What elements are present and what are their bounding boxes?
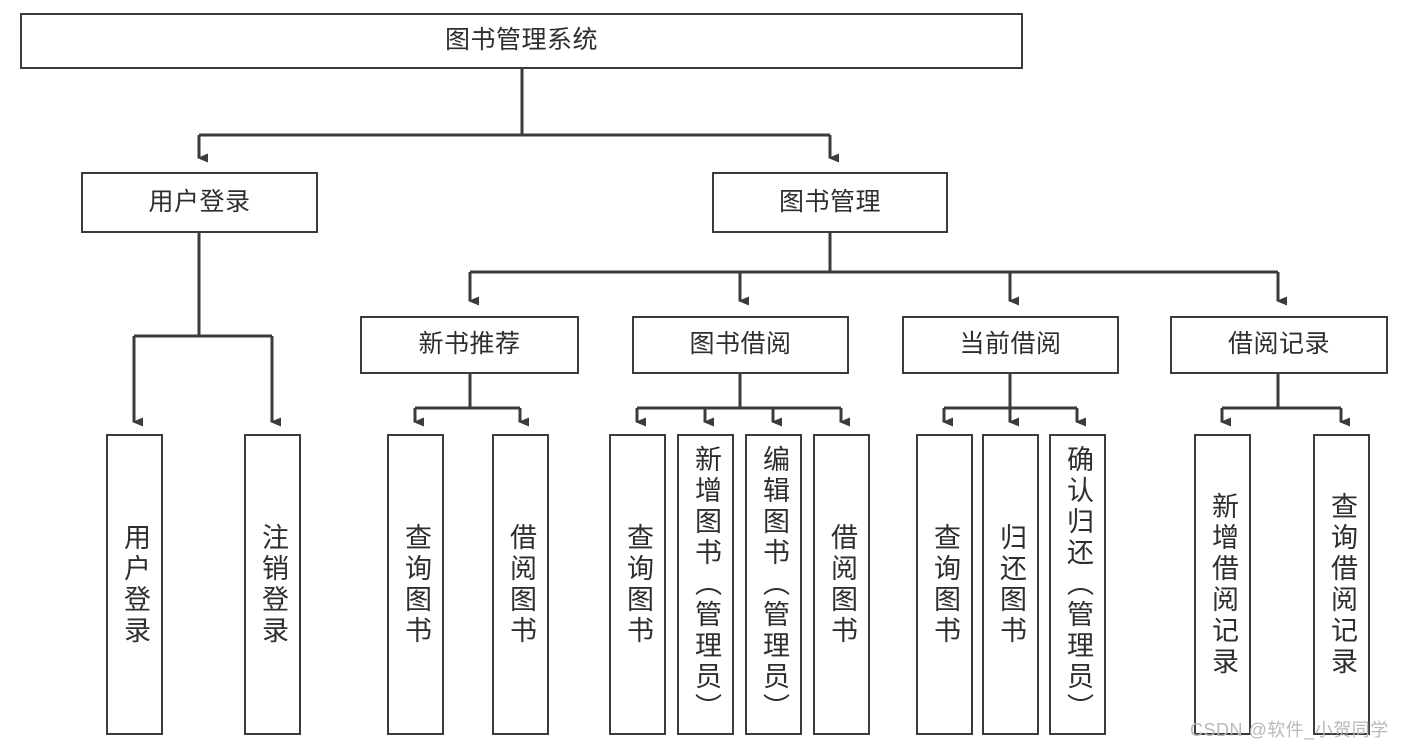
node-label: 查询图书 [623,522,653,647]
node-label: 查询图书 [401,522,431,647]
node-label: 注销登录 [258,522,288,647]
node-label: 查询图书 [930,522,960,647]
leaf-borrow-query-book[interactable]: 查询图书 [609,434,666,735]
node-label: 确认归还（管理员） [1063,445,1093,724]
node-borrow-record[interactable]: 借阅记录 [1170,316,1388,374]
leaf-user-login[interactable]: 用户登录 [106,434,163,735]
leaf-borrow-edit-book-admin[interactable]: 编辑图书（管理员） [745,434,802,735]
node-label: 当前借阅 [959,330,1062,359]
node-label: 用户登录 [148,187,251,216]
leaf-recommend-borrow-book[interactable]: 借阅图书 [492,434,549,735]
leaf-user-logout[interactable]: 注销登录 [244,434,301,735]
node-label: 图书管理系统 [444,26,598,55]
node-label: 借阅记录 [1227,330,1330,359]
leaf-current-confirm-return-admin[interactable]: 确认归还（管理员） [1049,434,1106,735]
node-label: 新增图书（管理员） [691,445,721,724]
node-label: 编辑图书（管理员） [759,445,789,724]
node-book-borrow[interactable]: 图书借阅 [632,316,849,374]
node-user-login[interactable]: 用户登录 [81,172,318,233]
node-new-book-recommend[interactable]: 新书推荐 [360,316,579,374]
node-label: 图书管理 [778,187,881,216]
node-label: 查询借阅记录 [1327,491,1357,678]
node-root-library-system[interactable]: 图书管理系统 [20,13,1023,69]
leaf-record-query-record[interactable]: 查询借阅记录 [1313,434,1370,735]
node-book-management[interactable]: 图书管理 [712,172,948,233]
node-label: 借阅图书 [827,522,857,647]
node-label: 图书借阅 [689,330,792,359]
leaf-current-return-book[interactable]: 归还图书 [982,434,1039,735]
leaf-recommend-query-book[interactable]: 查询图书 [387,434,444,735]
leaf-current-query-book[interactable]: 查询图书 [916,434,973,735]
node-label: 借阅图书 [506,522,536,647]
leaf-borrow-borrow-book[interactable]: 借阅图书 [813,434,870,735]
leaf-record-add-record[interactable]: 新增借阅记录 [1194,434,1251,735]
node-current-borrow[interactable]: 当前借阅 [902,316,1119,374]
node-label: 归还图书 [996,522,1026,647]
node-label: 新增借阅记录 [1208,491,1238,678]
node-label: 新书推荐 [418,330,521,359]
node-label: 用户登录 [120,522,150,647]
leaf-borrow-add-book-admin[interactable]: 新增图书（管理员） [677,434,734,735]
csdn-watermark: CSDN @软件_小贺同学 [1190,720,1389,740]
